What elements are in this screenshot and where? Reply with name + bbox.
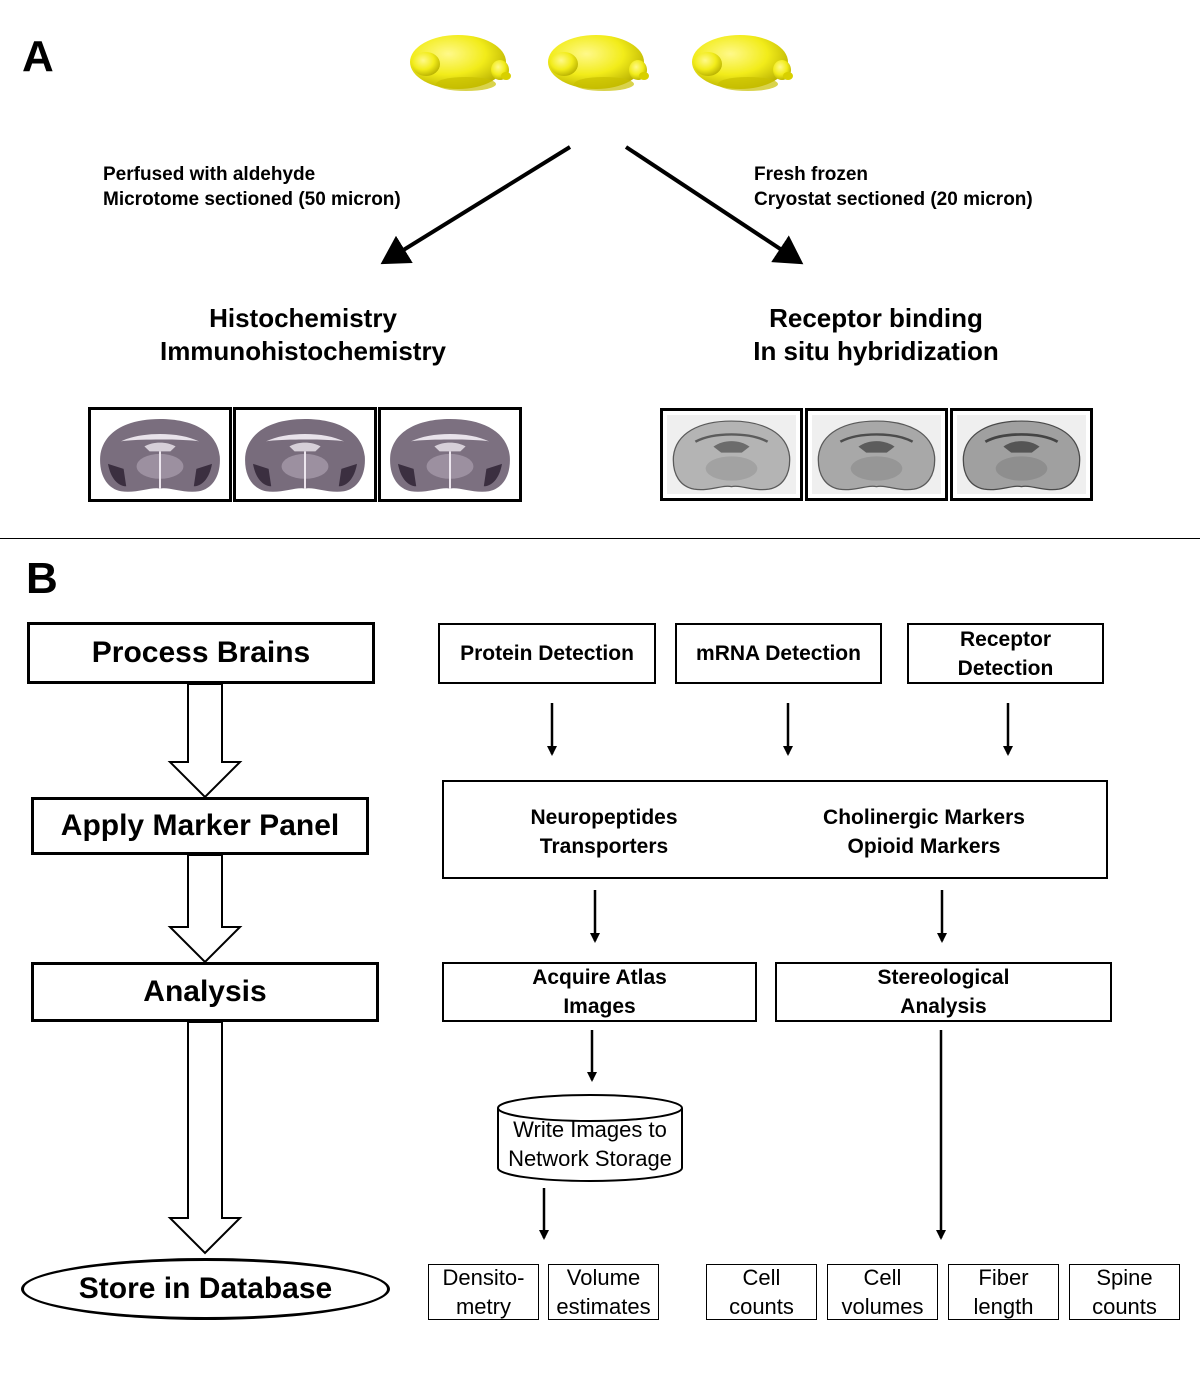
network-storage-cylinder bbox=[497, 1094, 683, 1182]
store-in-database-oval: Store in Database bbox=[21, 1258, 390, 1320]
film-section-1 bbox=[660, 408, 803, 501]
volume-estimates-box: Volume estimates bbox=[548, 1264, 659, 1320]
left-caption-line-1: Perfused with aldehyde bbox=[103, 164, 316, 185]
panel-divider bbox=[0, 538, 1200, 539]
hollow-arrow-3 bbox=[167, 1021, 243, 1255]
arrow-to-histochemistry bbox=[380, 145, 572, 265]
stained-section-2 bbox=[233, 407, 377, 502]
left-title-line-1: Histochemistry bbox=[209, 303, 397, 333]
film-section-2 bbox=[805, 408, 948, 501]
stained-section-1 bbox=[88, 407, 232, 502]
acquire-atlas-images-box: Acquire Atlas Images bbox=[442, 962, 757, 1022]
hollow-arrow-2 bbox=[167, 854, 243, 964]
right-caption-line-1: Fresh frozen bbox=[754, 164, 869, 185]
receptor-detection-box: Receptor Detection bbox=[907, 623, 1104, 684]
stained-section-3 bbox=[378, 407, 522, 502]
brain-model-3 bbox=[692, 35, 793, 91]
left-caption-line-2: Microtome sectioned (50 micron) bbox=[103, 189, 401, 210]
right-title-line-2: In situ hybridization bbox=[753, 336, 999, 366]
cell-counts-box: Cell counts bbox=[706, 1264, 817, 1320]
brain-models bbox=[410, 35, 793, 91]
film-section-3 bbox=[950, 408, 1093, 501]
left-title-line-2: Immunohistochemistry bbox=[159, 336, 447, 366]
network-storage-label: Write Images to Network Storage bbox=[508, 1117, 672, 1171]
marker-list-box: Neuropeptides Transporters Cholinergic M… bbox=[442, 780, 1108, 879]
panel-b-label: B bbox=[26, 554, 58, 603]
right-title-line-1: Receptor binding bbox=[769, 303, 983, 333]
cell-volumes-box: Cell volumes bbox=[827, 1264, 938, 1320]
brain-model-2 bbox=[548, 35, 649, 91]
arrow-to-receptor-binding bbox=[624, 145, 804, 265]
stereological-analysis-box: Stereological Analysis bbox=[775, 962, 1112, 1022]
protein-detection-box: Protein Detection bbox=[438, 623, 656, 684]
hollow-arrow-1 bbox=[167, 683, 243, 799]
brain-model-1 bbox=[410, 35, 511, 91]
apply-marker-panel-box: Apply Marker Panel bbox=[31, 797, 369, 855]
marker-group-right: Cholinergic Markers Opioid Markers bbox=[823, 806, 1025, 858]
densitometry-box: Densito- metry bbox=[428, 1264, 539, 1320]
analysis-box: Analysis bbox=[31, 962, 379, 1022]
panel-a-label: A bbox=[22, 32, 54, 81]
process-brains-box: Process Brains bbox=[27, 622, 375, 684]
fiber-length-box: Fiber length bbox=[948, 1264, 1059, 1320]
mrna-detection-box: mRNA Detection bbox=[675, 623, 882, 684]
spine-counts-box: Spine counts bbox=[1069, 1264, 1180, 1320]
right-caption-line-2: Cryostat sectioned (20 micron) bbox=[754, 189, 1033, 210]
marker-group-left: Neuropeptides Transporters bbox=[530, 806, 678, 858]
